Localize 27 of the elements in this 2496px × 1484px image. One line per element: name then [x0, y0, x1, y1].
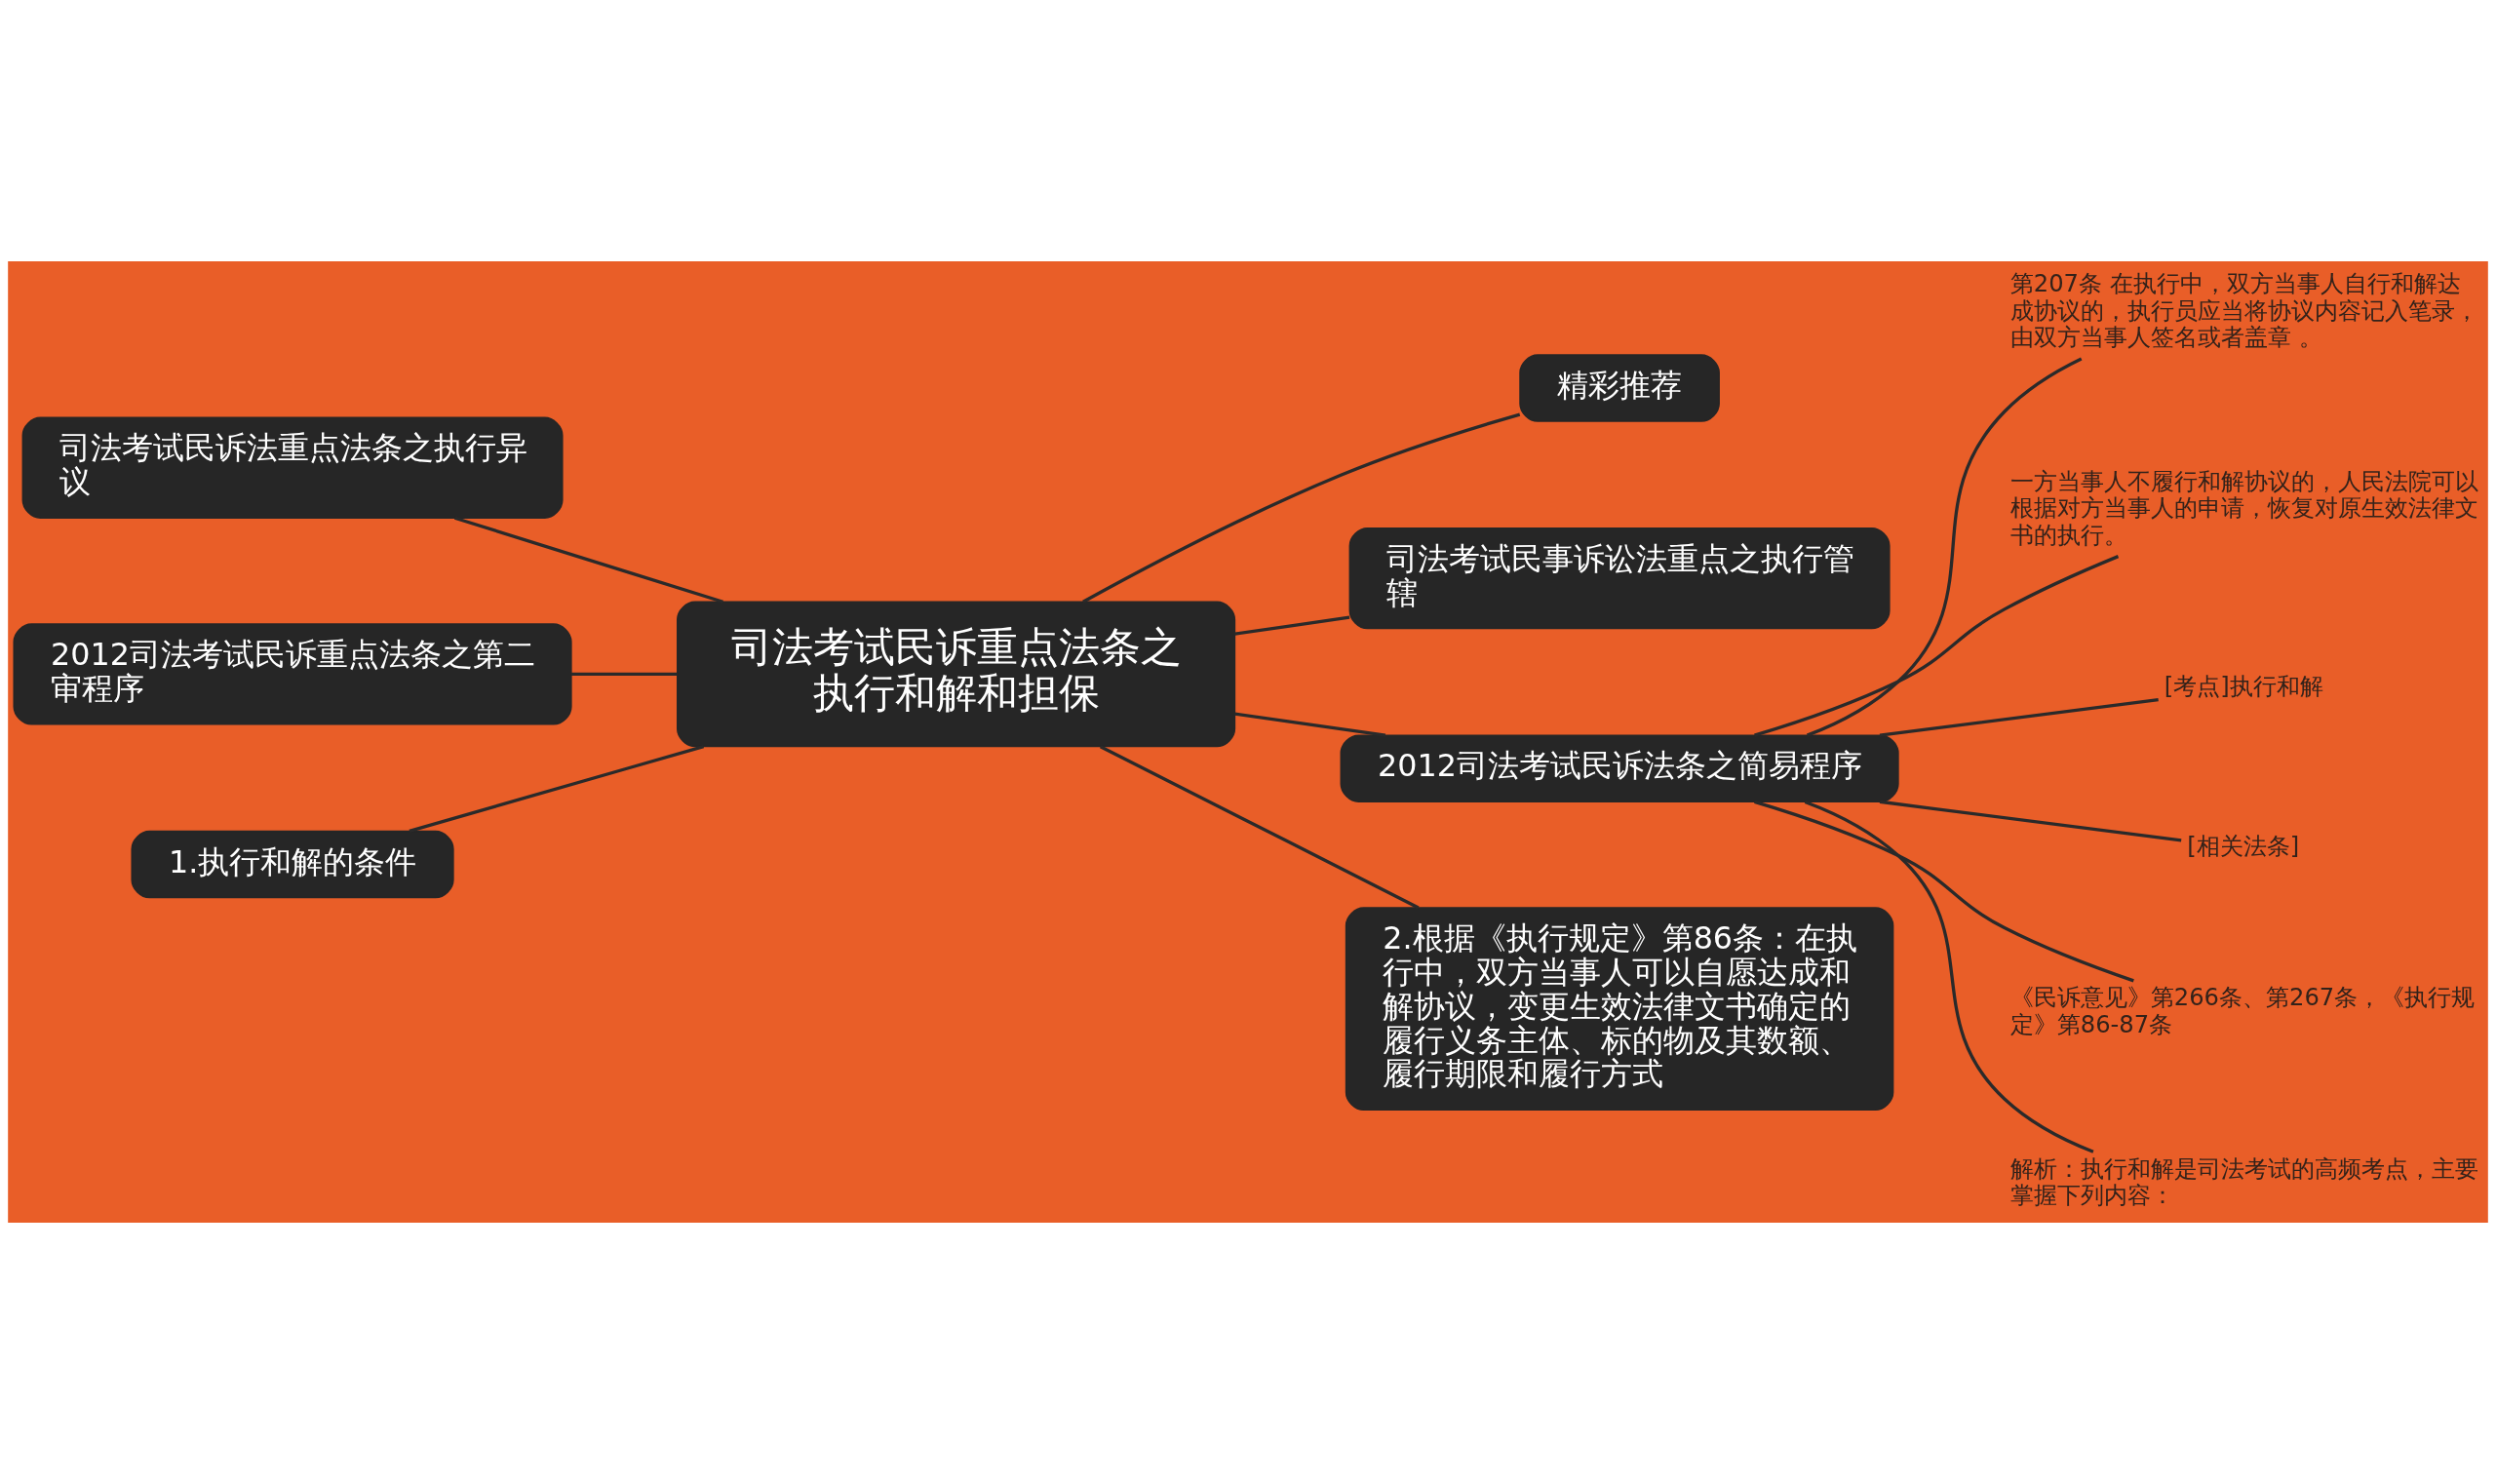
connector	[1234, 712, 1386, 737]
connector	[570, 672, 678, 677]
node-box: 2012司法考试民诉重点法条之第二审程序	[13, 623, 572, 725]
node-text: [相关法条]	[2187, 832, 2300, 860]
connector	[1754, 800, 2134, 983]
connector	[1754, 555, 2120, 737]
node-text: 一方当事人不履行和解协议的，人民法院可以根据对方当事人的申请，恢复对原生效法律文书的执行。	[2009, 468, 2478, 549]
node-box: 2012司法考试民诉法条之简易程序	[1340, 734, 1899, 802]
node-box: 司法考试民诉重点法条之执行和解和担保	[677, 601, 1236, 748]
connector	[453, 516, 724, 604]
node-box: 2.根据《执行规定》第86条：在执行中，双方当事人可以自愿达成和解协议，变更生效法律文书确定的履行义务主体、标的物及其数额、履行期限和履行方式	[1345, 907, 1894, 1112]
connector	[1082, 412, 1521, 604]
connector	[409, 744, 705, 834]
connector	[1806, 357, 2083, 737]
node-text: 第207条 在执行中，双方当事人自行和解达成协议的，执行员应当将协议内容记入笔录，由双方当事人签名或者盖章 。	[2009, 270, 2478, 351]
connector	[1234, 615, 1350, 636]
connector	[1804, 800, 2094, 1153]
connector	[1879, 697, 2159, 737]
node-box: 司法考试民诉法重点法条之执行异议	[21, 416, 564, 519]
connector	[1099, 745, 1420, 910]
node-box: 精彩推荐	[1519, 354, 1720, 422]
node-box: 司法考试民事诉讼法重点之执行管辖	[1348, 527, 1891, 630]
node-box: 1.执行和解的条件	[131, 830, 454, 899]
node-text: [考点]执行和解	[2164, 673, 2323, 701]
node-text: 解析：执行和解是司法考试的高频考点，主要掌握下列内容：	[2009, 1154, 2478, 1210]
connector	[1879, 800, 2182, 842]
node-text: 《民诉意见》第266条、第267条，《执行规定》第86-87条	[2009, 984, 2476, 1038]
